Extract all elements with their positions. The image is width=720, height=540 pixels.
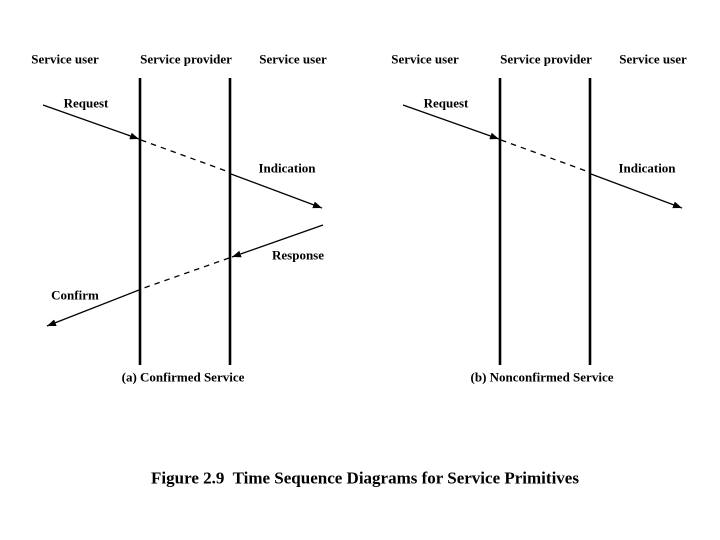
diagram-a-lines — [42, 78, 324, 365]
diagram-a-caption: (a) Confirmed Service — [121, 369, 245, 385]
diagram-b-header-service-user-left: Service user — [391, 51, 459, 67]
figure-caption: Figure 2.9 Time Sequence Diagrams for Se… — [151, 468, 579, 488]
diagram-b-header-service-user-right: Service user — [619, 51, 687, 67]
diagram-b-transit-dash — [500, 139, 590, 173]
diagram-a-response-label: Response — [271, 247, 325, 263]
diagram-a-header-service-provider: Service provider — [140, 51, 232, 67]
diagram-b-indication-label: Indication — [618, 160, 676, 176]
diagram-a-request-label: Request — [63, 95, 109, 111]
diagram-a-header-service-user-right: Service user — [259, 51, 327, 67]
diagram-b-lines — [402, 78, 683, 365]
diagram-a-transit-dash-down — [140, 139, 230, 173]
diagram-b-caption: (b) Nonconfirmed Service — [470, 369, 614, 385]
diagram-a-header-service-user-left: Service user — [31, 51, 99, 67]
diagram-a-indication-label: Indication — [258, 160, 316, 176]
diagram-a-confirm-label: Confirm — [51, 287, 99, 303]
diagram-a-indication-arrow — [230, 173, 323, 209]
diagram-b-request-label: Request — [423, 95, 469, 111]
diagram-b-header-service-provider: Service provider — [500, 51, 592, 67]
diagram-a-transit-dash-up — [140, 257, 230, 290]
diagram-b-indication-arrow — [590, 173, 683, 209]
